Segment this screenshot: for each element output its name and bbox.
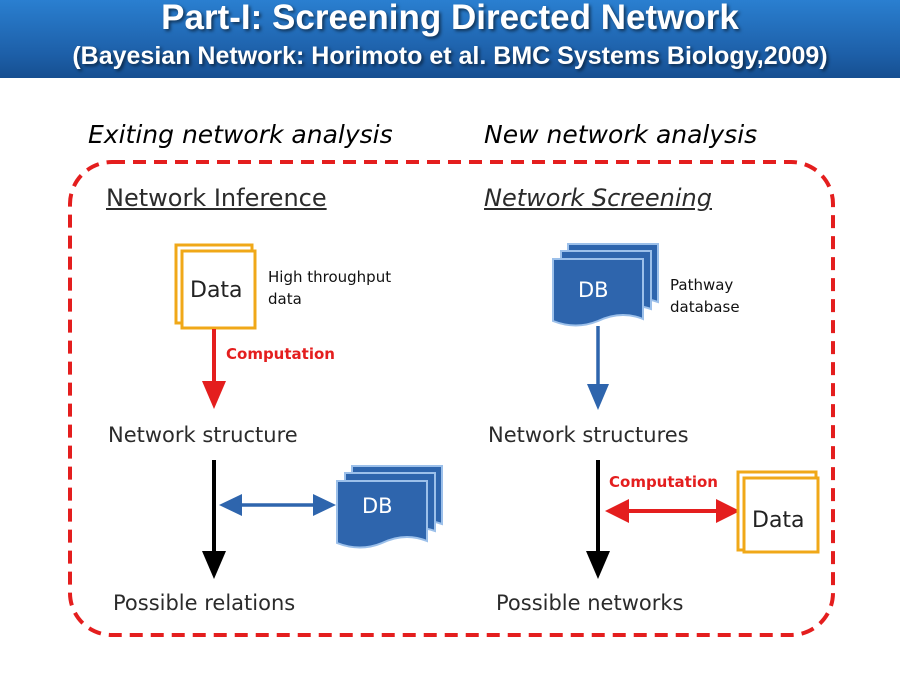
right-bottom-node: Possible networks bbox=[496, 591, 684, 615]
right-column-heading: New network analysis bbox=[484, 120, 758, 149]
right-middle-node: Network structures bbox=[488, 423, 689, 447]
left-data-note: High throughput data bbox=[268, 266, 391, 310]
right-down-arrow bbox=[586, 460, 610, 579]
left-section-title: Network Inference bbox=[106, 184, 327, 212]
left-column-heading: Exiting network analysis bbox=[88, 120, 393, 149]
left-data-note-line1: High throughput bbox=[268, 268, 392, 286]
right-db-icon bbox=[552, 243, 659, 327]
left-data-note-line2: data bbox=[268, 290, 302, 308]
left-computation-arrow bbox=[202, 329, 226, 409]
left-data-box-label: Data bbox=[190, 278, 243, 303]
left-db-label: DB bbox=[362, 494, 393, 518]
right-double-arrow bbox=[605, 499, 740, 523]
dashed-frame bbox=[68, 160, 835, 637]
right-computation-label: Computation bbox=[609, 473, 718, 491]
slide-title: Part-I: Screening Directed Network bbox=[161, 0, 739, 37]
slide-subtitle: (Bayesian Network: Horimoto et al. BMC S… bbox=[72, 42, 828, 70]
left-bottom-node: Possible relations bbox=[113, 591, 296, 615]
right-db-label: DB bbox=[578, 278, 609, 302]
left-double-arrow bbox=[219, 494, 336, 516]
right-db-note-line1: Pathway bbox=[670, 276, 734, 294]
right-data-box-label: Data bbox=[752, 508, 805, 533]
right-section-title: Network Screening bbox=[484, 184, 712, 212]
right-data-box-icon bbox=[736, 470, 820, 554]
right-db-note-line2: database bbox=[670, 298, 740, 316]
left-down-arrow bbox=[202, 460, 226, 579]
right-blue-down-arrow bbox=[587, 326, 609, 410]
left-middle-node: Network structure bbox=[108, 423, 298, 447]
right-db-note: Pathway database bbox=[670, 274, 740, 318]
left-db-icon bbox=[336, 465, 443, 549]
left-data-box-icon bbox=[174, 243, 257, 330]
left-computation-label: Computation bbox=[226, 345, 335, 363]
title-banner bbox=[0, 0, 900, 78]
